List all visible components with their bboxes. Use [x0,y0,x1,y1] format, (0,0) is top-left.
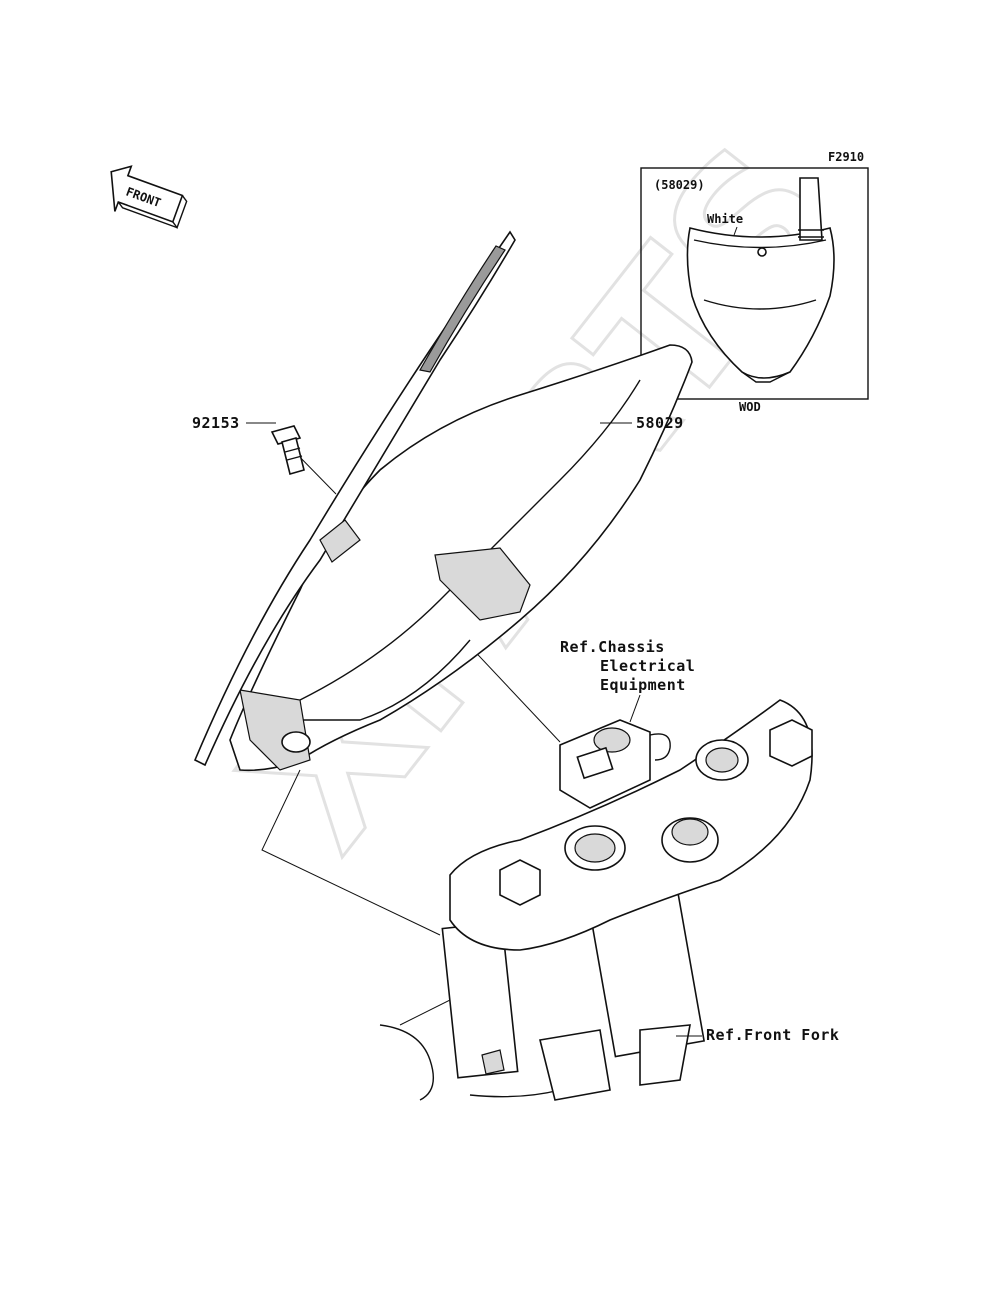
inset-color-label: White [707,212,743,226]
triple-clamp [379,699,813,1101]
callout-chassis-3: Equipment [600,676,686,694]
inset-box: (58029) White WOD [640,167,869,414]
strap [193,230,516,767]
switch [559,719,671,809]
inset-variant-label: WOD [739,400,761,414]
callouts: 92153 58029 Ref.Chassis Electrical Equip… [192,414,839,1044]
strap-body [193,230,516,767]
callout-chassis-2: Electrical [600,657,695,675]
front-arrow: FRONT [110,165,188,230]
callout-bolt: 92153 [192,414,240,432]
inset-frame [640,167,869,400]
callout-number-plate: 58029 [636,414,684,432]
callout-chassis-1: Ref.Chassis [560,638,665,656]
front-arrow-icon [110,165,184,223]
number-plate [229,344,693,772]
bolt [270,425,305,475]
inset-part-ref: (58029) [654,178,705,192]
figure-code: F2910 [828,150,864,164]
callout-front-fork: Ref.Front Fork [706,1026,839,1044]
